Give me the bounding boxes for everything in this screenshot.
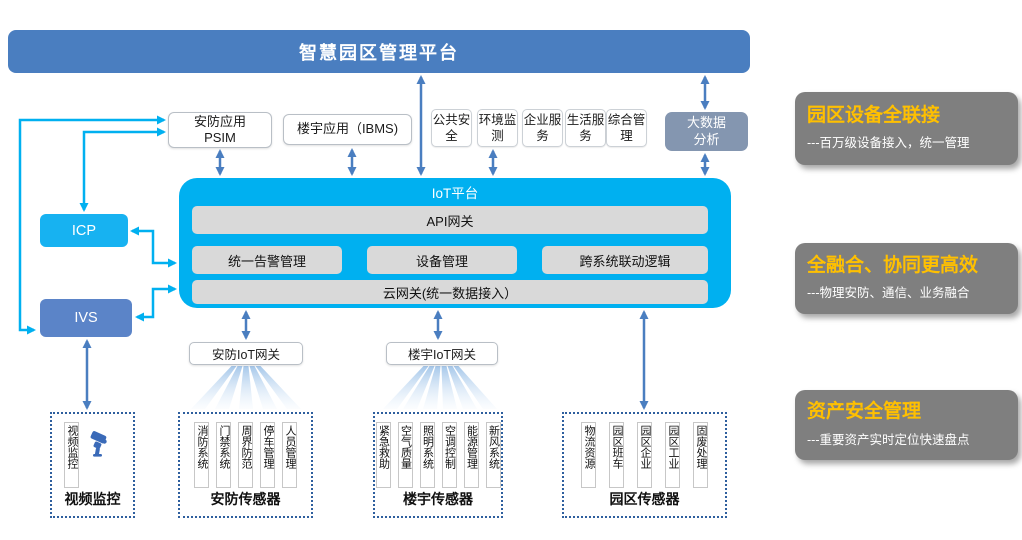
conn-iot-ivs	[135, 284, 177, 322]
building-gateway-fan	[383, 366, 497, 409]
sensor-group-video: 视频监控 视频监控	[50, 412, 135, 518]
sensor-column: 停车管理	[260, 422, 275, 488]
video-group-content: 视频监控	[64, 422, 111, 488]
service-living: 生活服务	[565, 109, 606, 147]
icp-node: ICP	[40, 214, 128, 247]
sensor-columns: 消防系统 门禁系统 周界防范 停车管理 人员管理	[180, 422, 311, 488]
service-public-safety: 公共安全	[431, 109, 472, 147]
module-alarm-management: 统一告警管理	[192, 246, 342, 274]
ibms-app-node: 楼宇应用（IBMS)	[283, 114, 412, 145]
sensor-columns: 紧急救助 空气质量 照明系统 空调控制 能源管理 新风系统	[375, 422, 501, 488]
sensor-column: 园区班车	[609, 422, 624, 488]
sensor-group-label: 视频监控	[64, 491, 121, 507]
bigdata-line1: 大数据	[686, 114, 726, 130]
security-gateway-fan	[191, 366, 301, 409]
sensor-column: 园区工业	[665, 422, 680, 488]
video-column: 视频监控	[64, 422, 79, 488]
sensor-column: 消防系统	[194, 422, 209, 488]
sensor-column: 空调控制	[441, 422, 457, 488]
benefit-desc: ---重要资产实时定位快速盘点	[807, 432, 970, 447]
sensor-group-label: 安防传感器	[210, 491, 281, 507]
sensor-column: 紧急救助	[375, 422, 391, 488]
conn-icp-iot	[130, 226, 177, 268]
service-label: 环境监测	[478, 112, 517, 143]
building-iot-gateway-node: 楼宇IoT网关	[386, 342, 498, 365]
api-gateway-bar: API网关	[192, 206, 708, 234]
conn-psim-icp	[79, 127, 166, 212]
service-comprehensive: 综合管理	[606, 109, 647, 147]
platform-banner-title: 智慧园区管理平台	[299, 42, 459, 63]
ivs-node: IVS	[40, 299, 132, 337]
module-device-management: 设备管理	[367, 246, 517, 274]
benefit-title: 资产安全管理	[807, 401, 922, 423]
sensor-column: 人员管理	[282, 422, 297, 488]
service-label: 企业服务	[523, 112, 562, 143]
benefit-title: 园区设备全联接	[807, 104, 941, 126]
service-env-monitoring: 环境监测	[477, 109, 518, 147]
sensor-group-park: 物流资源 园区班车 园区企业 园区工业 固废处理 园区传感器	[562, 412, 727, 518]
benefit-panel-connectivity: 园区设备全联接 ---百万级设备接入，统一管理	[795, 92, 1018, 165]
sensor-group-security: 消防系统 门禁系统 周界防范 停车管理 人员管理 安防传感器	[178, 412, 313, 518]
sensor-column: 能源管理	[463, 422, 479, 488]
security-iot-gateway-node: 安防IoT网关	[189, 342, 303, 365]
psim-app-node: 安防应用 PSIM	[168, 112, 272, 148]
benefit-panel-asset-security: 资产安全管理 ---重要资产实时定位快速盘点	[795, 390, 1018, 460]
bigdata-line2: 分析	[693, 131, 720, 147]
psim-line2: PSIM	[204, 130, 236, 145]
sensor-columns: 物流资源 园区班车 园区企业 园区工业 固废处理	[564, 422, 725, 488]
bigdata-analysis-node: 大数据 分析	[665, 112, 748, 151]
bigdata-label: 大数据 分析	[687, 115, 726, 149]
sensor-group-building: 紧急救助 空气质量 照明系统 空调控制 能源管理 新风系统 楼宇传感器	[373, 412, 503, 518]
service-label: 公共安全	[432, 112, 471, 143]
service-label: 生活服务	[566, 112, 605, 143]
psim-line1: 安防应用	[193, 113, 246, 129]
ibms-label: 楼宇应用（IBMS)	[296, 121, 399, 137]
sensor-column: 新风系统	[485, 422, 501, 488]
benefit-panel-convergence: 全融合、协同更高效 ---物理安防、通信、业务融合	[795, 243, 1018, 314]
sensor-column: 园区企业	[637, 422, 652, 488]
benefit-desc: ---百万级设备接入，统一管理	[807, 136, 970, 151]
sensor-group-label: 园区传感器	[609, 491, 680, 507]
sensor-column: 固废处理	[693, 422, 708, 488]
sensor-column: 周界防范	[238, 422, 253, 488]
sensor-group-label: 楼宇传感器	[403, 491, 473, 507]
iot-platform-title: IoT平台	[431, 186, 479, 201]
service-enterprise: 企业服务	[522, 109, 563, 147]
cloud-gateway-bar: 云网关(统一数据接入）	[192, 280, 708, 304]
sensor-column: 物流资源	[581, 422, 596, 488]
benefit-desc: ---物理安防、通信、业务融合	[807, 286, 970, 301]
benefit-title: 全融合、协同更高效	[807, 254, 979, 276]
service-label: 综合管理	[607, 112, 646, 143]
sensor-column: 空气质量	[397, 422, 413, 488]
sensor-column: 照明系统	[419, 422, 435, 488]
sensor-column: 门禁系统	[216, 422, 231, 488]
ptz-camera-icon	[90, 431, 107, 457]
module-cross-system-linkage: 跨系统联动逻辑	[542, 246, 708, 274]
platform-banner: 智慧园区管理平台	[8, 30, 750, 73]
